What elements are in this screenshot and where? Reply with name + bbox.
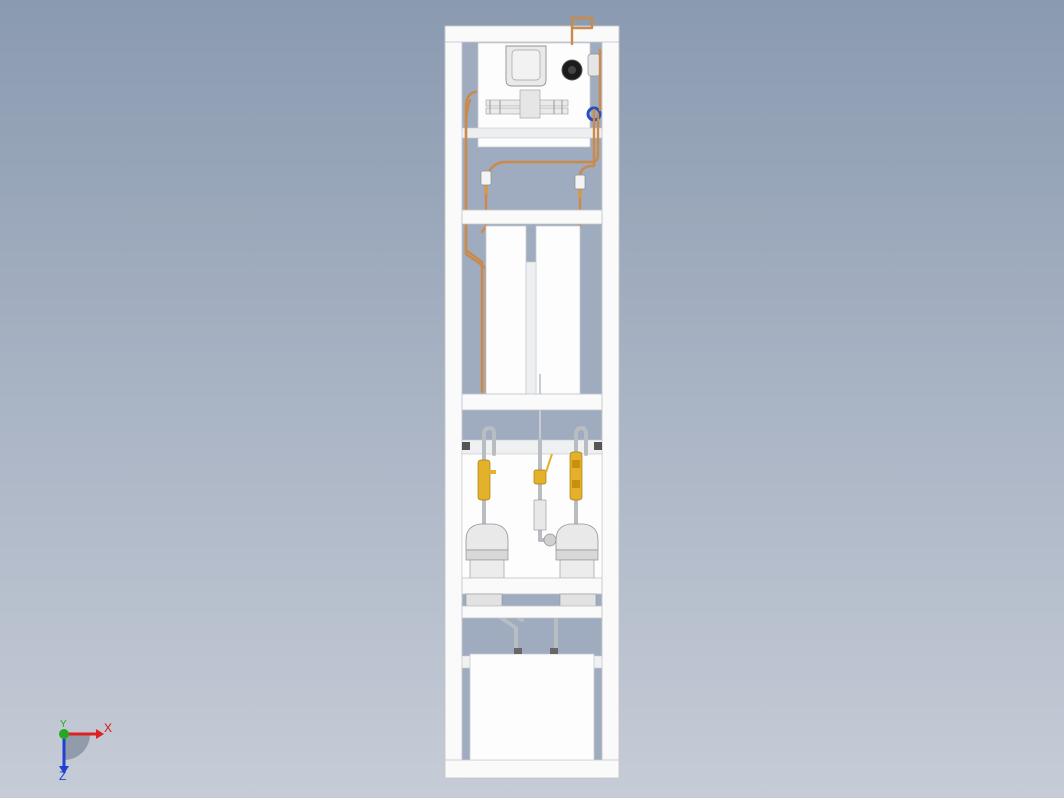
water-tank[interactable] [461, 648, 603, 761]
y-axis-dot [59, 729, 69, 739]
x-axis-head [96, 729, 104, 739]
ball-valve-right[interactable] [569, 451, 583, 501]
expansion-valve-left[interactable] [480, 170, 492, 194]
triad-plane [64, 734, 90, 760]
pump-right[interactable] [543, 523, 599, 579]
z-axis-head [59, 766, 69, 774]
expansion-valve-right[interactable] [574, 174, 586, 198]
pump-base-right [559, 593, 597, 607]
shelf-bar-4 [461, 605, 603, 619]
compressor-box[interactable] [461, 42, 603, 148]
z-axis-label: Z [59, 769, 66, 780]
axis-triad: X Y Z [59, 719, 112, 780]
shelf-bar-2 [461, 393, 603, 411]
shelf-bar-1 [461, 209, 603, 225]
x-axis-label: X [104, 721, 112, 735]
heat-exchanger-panels[interactable] [485, 225, 581, 440]
pump-left[interactable] [465, 523, 509, 579]
ball-valve-left[interactable] [477, 459, 496, 501]
pump-base-left [465, 593, 503, 607]
shelf-bar-3 [461, 577, 603, 595]
y-axis-label: Y [60, 719, 67, 730]
ball-valve-center[interactable] [533, 453, 553, 531]
